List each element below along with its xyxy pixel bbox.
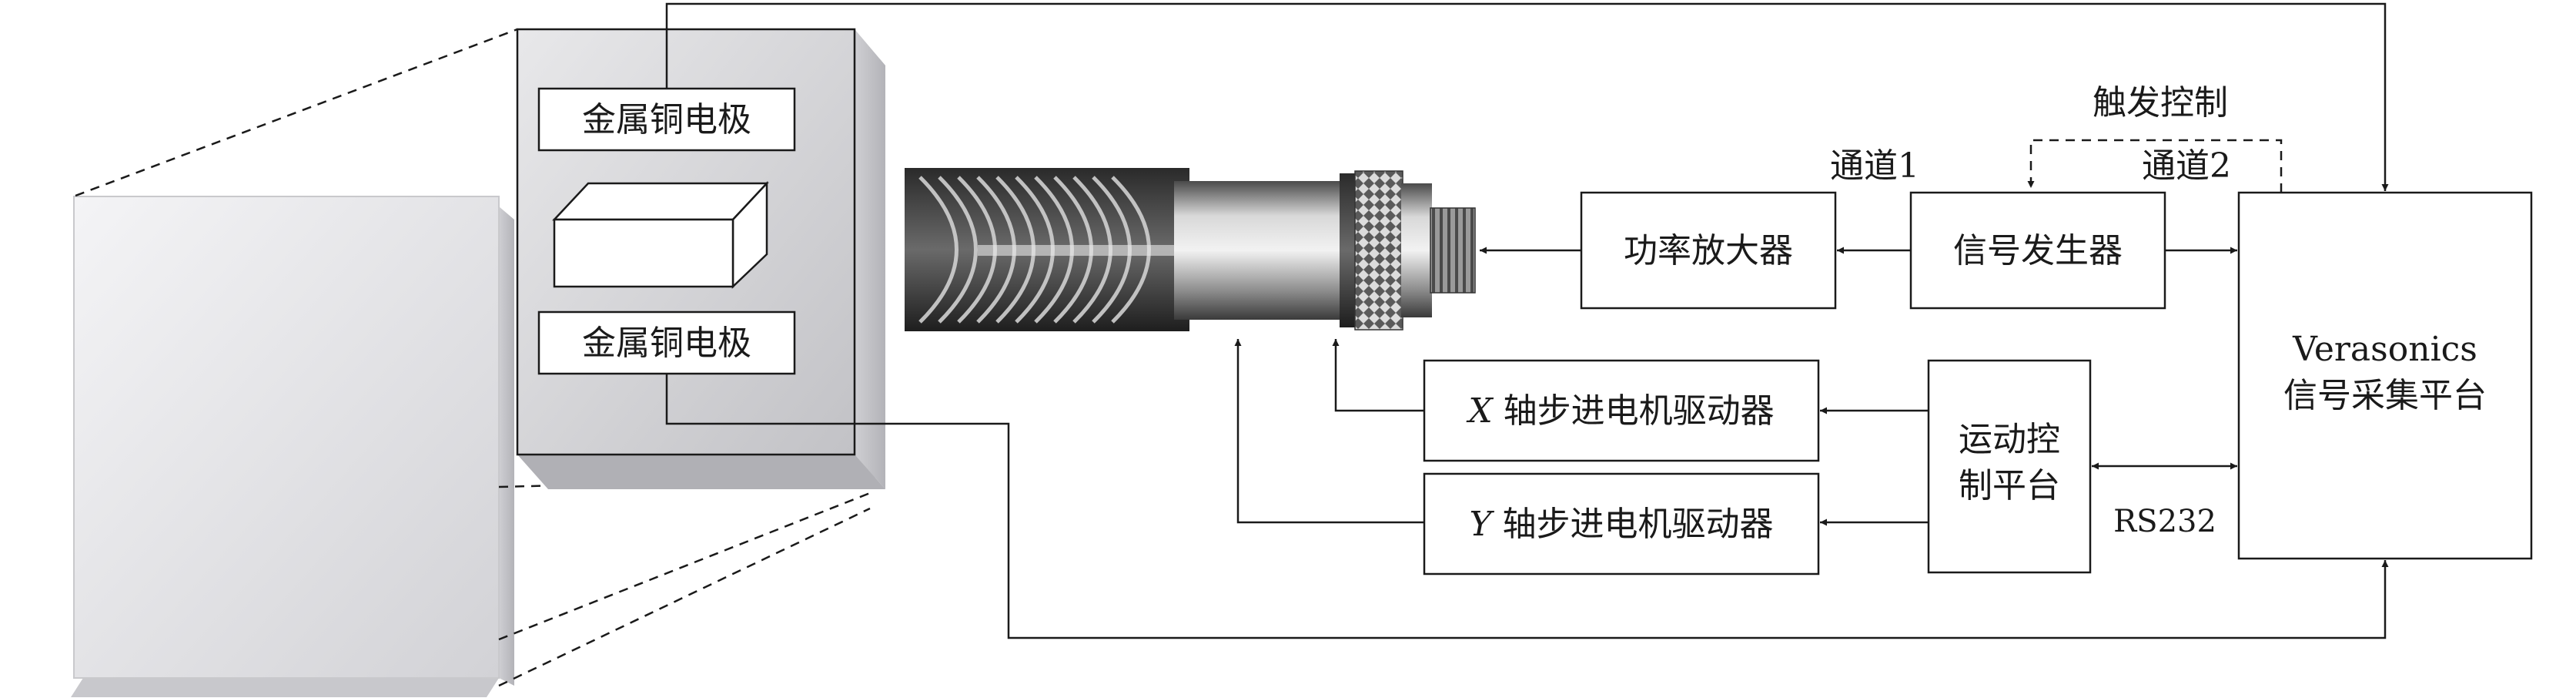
- transducer: [905, 168, 1476, 331]
- channel1-label: 通道1: [1830, 146, 1919, 186]
- rs232-label: RS232: [2113, 504, 2216, 539]
- power-amplifier-label: 功率放大器: [1624, 231, 1793, 270]
- power-amplifier-box: 功率放大器: [1580, 191, 1837, 310]
- electrode-top-box: 金属铜电极: [537, 87, 796, 152]
- electrode-bottom-box: 金属铜电极: [537, 310, 796, 375]
- signal-generator-label: 信号发生器: [1953, 231, 2123, 270]
- y-driver-box: Y 轴步进电机驱动器: [1423, 472, 1820, 576]
- connections: [665, 2, 2389, 639]
- motion-control-label-line2: 制平台: [1959, 466, 2060, 505]
- x-driver-text: 轴步进电机驱动器: [1493, 391, 1775, 431]
- motion-control-box: 运动控 制平台: [1927, 359, 2092, 574]
- verasonics-label-line1: Verasonics: [2292, 330, 2477, 369]
- x-driver-box: X 轴步进电机驱动器: [1423, 359, 1820, 462]
- x-driver-label: X 轴步进电机驱动器: [1466, 391, 1774, 431]
- sample-cuboid: [552, 180, 769, 289]
- electrode-top-label: 金属铜电极: [582, 100, 751, 139]
- electrode-bottom-label: 金属铜电极: [582, 324, 751, 363]
- trigger-label: 触发控制: [2093, 83, 2228, 122]
- x-axis-letter: X: [1466, 391, 1494, 431]
- sample-panel: [71, 196, 514, 697]
- motion-control-label-line1: 运动控: [1959, 420, 2060, 459]
- verasonics-box: Verasonics 信号采集平台: [2237, 191, 2533, 560]
- y-axis-letter: Y: [1469, 505, 1494, 544]
- y-driver-text: 轴步进电机驱动器: [1492, 505, 1774, 544]
- verasonics-label-line2: 信号采集平台: [2283, 376, 2487, 415]
- signal-generator-box: 信号发生器: [1909, 191, 2166, 310]
- y-driver-label: Y 轴步进电机驱动器: [1469, 505, 1773, 544]
- channel2-label: 通道2: [2142, 146, 2231, 186]
